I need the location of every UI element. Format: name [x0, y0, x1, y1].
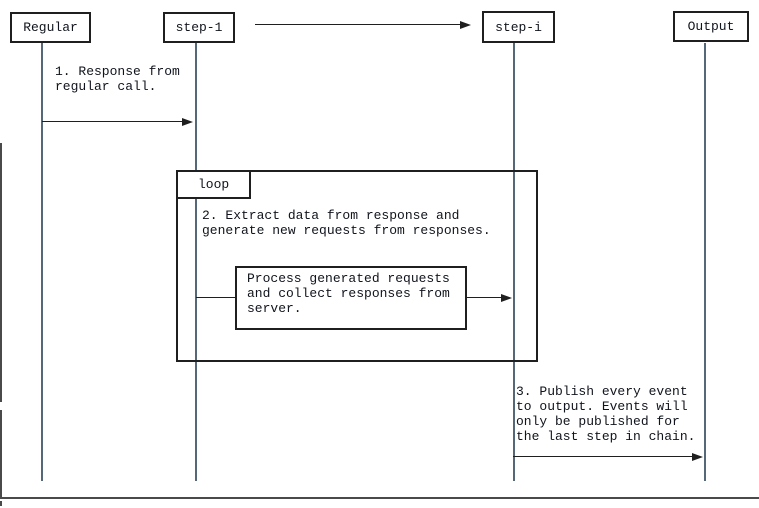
process-out-arrow: [467, 293, 512, 302]
page-bottom-border: [0, 497, 759, 499]
lifeline-output: [704, 43, 706, 481]
message-3-text: 3. Publish every event to output. Events…: [516, 384, 696, 444]
loop-label: loop: [198, 177, 230, 192]
message-2-text: 2. Extract data from response and genera…: [202, 208, 491, 238]
process-in-line: [196, 296, 235, 299]
loop-label-box: loop: [176, 170, 251, 199]
message-1-text: 1. Response from regular call.: [55, 64, 180, 94]
loop-fragment-frame: [176, 170, 538, 362]
arrowhead-icon: [460, 20, 471, 29]
actor-label-regular: Regular: [23, 20, 78, 35]
bottom-left-corner-mark: [0, 501, 2, 506]
message-1-arrow: [42, 117, 193, 126]
actor-box-step-1: step-1: [163, 12, 235, 43]
lifeline-step-1: [195, 43, 197, 481]
lifeline-step-i: [513, 43, 515, 481]
actor-label-step-i: step-i: [495, 19, 542, 35]
arrowhead-icon: [692, 452, 703, 461]
process-out-line: [467, 296, 501, 299]
page-left-border-notch: [0, 402, 3, 410]
page-left-border: [0, 143, 2, 497]
message-3-arrow: [513, 452, 703, 461]
chain-arrow: [255, 20, 471, 29]
actor-box-output: Output: [673, 11, 749, 42]
process-box-text: Process generated requests and collect r…: [247, 271, 450, 316]
chain-arrow-line: [255, 23, 460, 26]
message-3-arrow-line: [513, 455, 692, 458]
actor-label-output: Output: [687, 19, 735, 34]
arrowhead-icon: [501, 293, 512, 302]
message-1-arrow-line: [42, 120, 182, 123]
lifeline-regular: [41, 43, 43, 481]
process-box: Process generated requests and collect r…: [235, 266, 467, 330]
arrowhead-icon: [182, 117, 193, 126]
process-in-connector: [196, 293, 235, 302]
actor-box-step-i: step-i: [482, 11, 555, 43]
actor-box-regular: Regular: [10, 12, 91, 43]
actor-label-step-1: step-1: [175, 20, 223, 35]
